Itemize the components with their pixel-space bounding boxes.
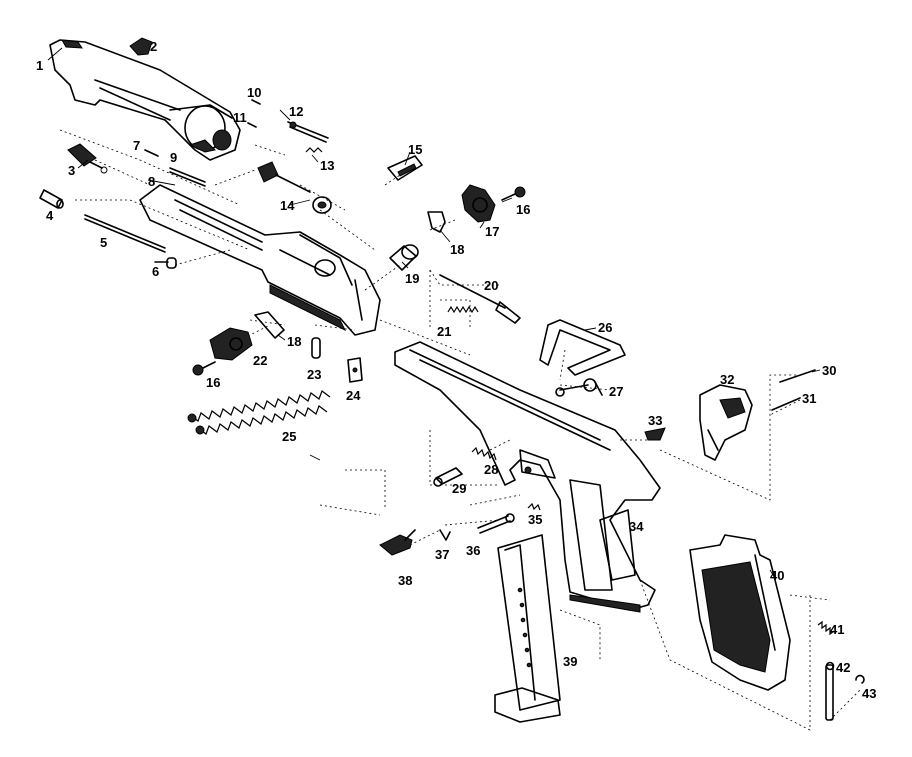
callout-18-lower: 18: [287, 334, 301, 349]
part-clip-37: [439, 529, 451, 541]
part-magazine-39: [494, 534, 561, 723]
callout-32: 32: [720, 372, 734, 387]
part-slide: [49, 39, 241, 161]
callout-22: 22: [253, 353, 267, 368]
leader-lines: [47, 47, 821, 579]
callout-27: 27: [609, 384, 623, 399]
callout-29: 29: [452, 481, 466, 496]
part-screw-16-lower: [192, 361, 216, 376]
callout-41: 41: [830, 622, 844, 637]
part-stud-6: [154, 257, 177, 269]
callout-8: 8: [148, 174, 155, 189]
part-trigger-26: [539, 319, 626, 376]
part-recoil-springs-25: [187, 390, 331, 435]
part-extractor: [287, 121, 329, 143]
part-spring-21: [447, 305, 479, 314]
callout-labels: 1 2 3 4 5 6 7 8 9 10 11 12 13 14 15 16 1…: [36, 39, 876, 701]
part-pin-11: [247, 122, 257, 128]
part-safety-17: [461, 184, 496, 223]
part-safety-22: [209, 327, 253, 361]
callout-34: 34: [629, 519, 644, 534]
callout-2: 2: [150, 39, 157, 54]
magazine-witness-holes: [517, 587, 532, 668]
callout-25: 25: [282, 429, 296, 444]
part-block-15: [387, 155, 423, 181]
part-grip-40: [689, 534, 791, 691]
part-frame: [394, 341, 661, 613]
part-rod-5: [84, 214, 166, 253]
part-mechanism-32: [699, 384, 753, 461]
callout-12: 12: [289, 104, 303, 119]
part-spring-41: [817, 620, 835, 636]
callout-23: 23: [307, 367, 321, 382]
callout-40: 40: [770, 568, 784, 583]
callout-7: 7: [133, 138, 140, 153]
part-pin-10: [251, 99, 261, 105]
part-pin-23: [311, 337, 321, 359]
callout-1: 1: [36, 58, 43, 73]
callout-42: 42: [836, 660, 850, 675]
part-barrel-assembly: [139, 184, 381, 336]
part-pin-42: [825, 661, 835, 721]
callout-35: 35: [528, 512, 542, 527]
callout-31: 31: [802, 391, 816, 406]
callout-36: 36: [466, 543, 480, 558]
part-clip-43: [855, 674, 865, 684]
part-bushing-19: [389, 244, 419, 271]
callout-30: 30: [822, 363, 836, 378]
part-pin-31: [771, 397, 801, 411]
part-rear-sight: [129, 37, 153, 56]
callout-10: 10: [247, 85, 261, 100]
callout-9: 9: [170, 150, 177, 165]
callout-21: 21: [437, 324, 451, 339]
part-screw-36: [477, 513, 515, 534]
part-spring-35: [527, 502, 541, 511]
callout-18-top: 18: [450, 242, 464, 257]
part-ejector-33: [644, 427, 666, 441]
callout-3: 3: [68, 163, 75, 178]
part-firing-pin-20: [439, 274, 521, 324]
callout-11: 11: [233, 110, 247, 125]
callout-6: 6: [152, 264, 159, 279]
callout-13: 13: [320, 158, 334, 173]
part-cone-18-top: [427, 211, 446, 233]
callout-5: 5: [100, 235, 107, 250]
part-pin-9: [169, 167, 206, 187]
callout-19: 19: [405, 271, 419, 286]
callout-17: 17: [485, 224, 499, 239]
callout-28: 28: [484, 462, 498, 477]
part-slide-stop-38: [379, 529, 416, 556]
callout-20: 20: [484, 278, 498, 293]
part-pin-4: [39, 189, 64, 209]
callout-14: 14: [280, 198, 295, 213]
callout-26: 26: [598, 320, 612, 335]
callout-33: 33: [648, 413, 662, 428]
callout-24: 24: [346, 388, 361, 403]
callout-39: 39: [563, 654, 577, 669]
part-plunger-29: [433, 467, 463, 487]
part-bolt-14: [257, 161, 332, 214]
callout-15: 15: [408, 142, 422, 157]
part-pin-7: [144, 149, 159, 157]
part-hammer-27: [555, 378, 603, 397]
part-cone-18-lower: [254, 311, 285, 339]
part-spring-13: [305, 147, 323, 153]
callout-43: 43: [862, 686, 876, 701]
callout-16-lower: 16: [206, 375, 220, 390]
callout-4: 4: [46, 208, 54, 223]
part-screw-16-top: [501, 186, 526, 201]
callout-16-top: 16: [516, 202, 530, 217]
part-plunger: [67, 143, 108, 174]
part-spring-28: [471, 446, 497, 461]
callout-37: 37: [435, 547, 449, 562]
part-spring-30: [779, 369, 816, 383]
part-plate-24: [347, 357, 363, 383]
callout-38: 38: [398, 573, 412, 588]
